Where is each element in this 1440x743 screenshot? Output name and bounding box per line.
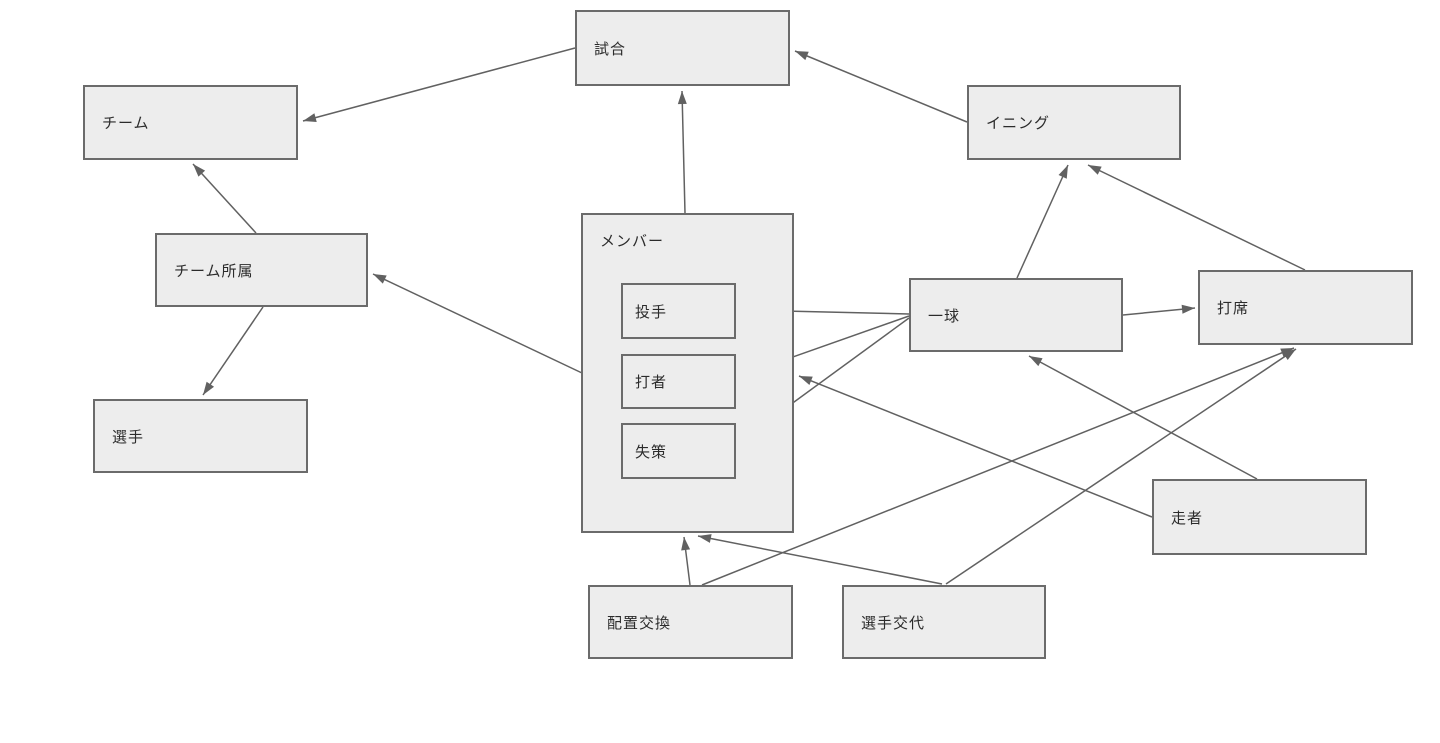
edge-pitch-to-inning — [1016, 164, 1069, 279]
node-player-substitution-label: 選手交代 — [861, 614, 926, 632]
edge-team-affiliation-to-player — [202, 306, 264, 396]
node-at-bat-label: 打席 — [1217, 300, 1250, 317]
edge-runner-to-member — [798, 375, 1153, 518]
edge-member-to-game — [677, 90, 687, 214]
edge-at-bat-to-inning — [1087, 164, 1306, 271]
node-team-label: チーム — [102, 115, 150, 132]
node-game[interactable]: 試合 — [575, 10, 790, 86]
node-pitcher[interactable]: 投手 — [621, 283, 736, 339]
edge-runner-to-pitch — [1028, 355, 1258, 480]
node-pitch[interactable]: 一球 — [909, 278, 1123, 352]
node-batter[interactable]: 打者 — [621, 354, 736, 409]
node-position-swap-label: 配置交換 — [607, 614, 672, 632]
node-team-affiliation[interactable]: チーム所属 — [155, 233, 368, 307]
edge-team-affiliation-to-team — [192, 163, 257, 234]
node-member-label: メンバー — [600, 233, 665, 250]
node-error-label: 失策 — [635, 443, 668, 461]
edge-inning-to-game — [794, 50, 968, 123]
node-error[interactable]: 失策 — [621, 423, 736, 479]
node-runner-label: 走者 — [1171, 509, 1204, 527]
node-team[interactable]: チーム — [83, 85, 298, 160]
node-batter-label: 打者 — [635, 374, 668, 391]
node-player-substitution[interactable]: 選手交代 — [842, 585, 1046, 659]
edge-pitch-to-at-bat — [1122, 304, 1196, 316]
edge-position-swap-to-member — [681, 536, 691, 586]
edge-game-to-team — [302, 47, 576, 122]
node-member[interactable]: メンバー 投手 打者 失策 — [581, 213, 794, 533]
edge-player-substitution-to-member — [697, 534, 943, 585]
edge-member-to-team-affiliation — [372, 273, 583, 374]
node-player-label: 選手 — [112, 428, 145, 446]
node-at-bat[interactable]: 打席 — [1198, 270, 1413, 345]
node-player[interactable]: 選手 — [93, 399, 308, 473]
node-pitcher-label: 投手 — [635, 303, 668, 321]
node-inning[interactable]: イニング — [967, 85, 1181, 160]
node-runner[interactable]: 走者 — [1152, 479, 1367, 555]
node-position-swap[interactable]: 配置交換 — [588, 585, 793, 659]
node-game-label: 試合 — [594, 40, 627, 58]
node-team-affiliation-label: チーム所属 — [174, 262, 254, 280]
node-inning-label: イニング — [986, 115, 1051, 132]
node-pitch-label: 一球 — [928, 307, 961, 325]
